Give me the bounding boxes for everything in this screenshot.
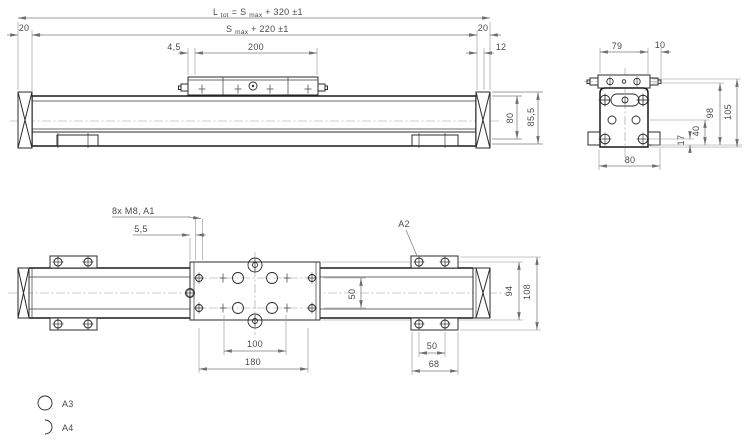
dim-label-12: 12 [496,42,507,52]
carriage-plan [184,252,321,335]
dim-label-80-height: 80 [505,113,515,124]
dim-label-98: 98 [705,108,715,119]
dim-label-10: 10 [655,40,666,50]
carriage-front [178,76,328,96]
label-thread-holes: 8x M8, A1 [112,206,155,216]
dim-label-100: 100 [247,339,263,349]
end-cap-right [475,91,491,149]
dim-label-20-left: 20 [19,23,30,33]
dim-label-79: 79 [612,41,623,51]
end-view-dimensions: 79 10 98 105 40 17 80 [598,40,742,170]
dim-label-68: 68 [429,359,440,369]
dim-label-94: 94 [504,286,514,297]
dim-label-105: 105 [723,104,733,120]
dim-label-4-5: 4,5 [167,42,180,52]
body-end [587,87,661,148]
dim-label-108: 108 [522,284,532,300]
dim-label-ltot: L tot = S max + 320 ±1 [213,7,303,19]
end-cap-left [17,91,33,149]
half-circle-icon [44,419,53,435]
carriage-end [586,74,662,89]
front-view-dimensions: L tot = S max + 320 ±1 S max + 220 ±1 20… [7,7,543,145]
label-a2: A2 [398,219,410,229]
plan-cap-right [472,267,491,319]
dim-label-5-5: 5,5 [134,224,147,234]
plan-cap-left [17,267,33,319]
legend: A3 A4 [37,395,74,435]
mounting-tabs [49,255,459,331]
dim-label-80-bottom: 80 [625,155,636,165]
plan-view-dimensions: 8x M8, A1 5,5 A2 50 100 180 50 68 94 108 [112,206,539,375]
legend-label-a3: A3 [62,399,74,409]
front-view [10,76,502,149]
dim-label-smax: S max + 220 ±1 [226,24,289,36]
plan-view [8,252,541,335]
legend-label-a4: A4 [62,423,74,433]
dim-label-50-rows: 50 [347,289,357,300]
dim-label-40: 40 [691,126,701,137]
dim-label-17: 17 [676,135,686,146]
reference-hole-balloons [247,257,263,329]
dim-label-50-tab: 50 [427,341,438,351]
dim-label-200: 200 [248,42,264,52]
full-circle-icon [37,395,53,411]
end-view [584,68,664,163]
dim-label-85-5: 85,5 [526,108,536,127]
dim-label-20-right: 20 [478,23,489,33]
dim-label-180: 180 [245,357,261,367]
